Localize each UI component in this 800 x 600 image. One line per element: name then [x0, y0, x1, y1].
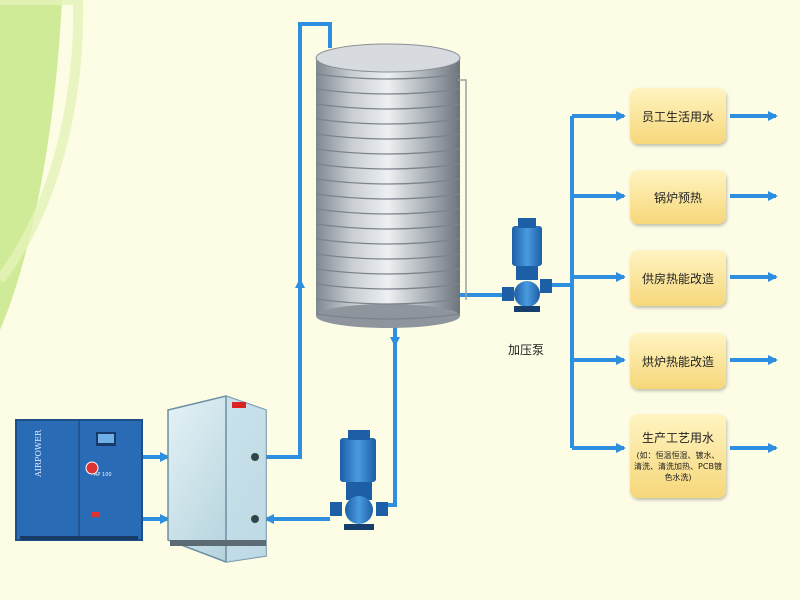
output-box-boiler-preheat: 锅炉预热: [630, 170, 726, 224]
tank-ring: [315, 313, 461, 320]
tank-ring: [315, 208, 461, 215]
circulation-pump: [330, 430, 388, 530]
output-detail: (如：恒温恒湿、镀水、清洗、清洗加热、PCB镀色水洗): [634, 451, 722, 482]
tank-ring: [315, 118, 461, 125]
tank-ring: [315, 73, 461, 80]
tank-ring: [315, 253, 461, 260]
background-swoosh: [0, 0, 62, 330]
output-label: 烘炉热能改造: [641, 354, 714, 369]
tank-ring: [315, 88, 461, 95]
output-box-oven-heating: 烘炉热能改造: [630, 333, 726, 389]
tank-ring: [315, 283, 461, 290]
booster-pump: [502, 218, 552, 312]
pipe-network: [142, 22, 778, 524]
tank-ring: [315, 238, 461, 245]
air-compressor: [15, 419, 143, 541]
compressor-brand: AIRPOWER: [34, 430, 43, 477]
water-tank: [315, 43, 467, 328]
output-box-staff-water: 员工生活用水: [630, 88, 726, 144]
tank-ring: [315, 148, 461, 155]
tank-ring: [315, 163, 461, 170]
tank-ring: [315, 178, 461, 185]
tank-ring: [315, 103, 461, 110]
tank-ring: [315, 223, 461, 230]
output-label: 生产工艺用水: [641, 431, 714, 445]
output-label: 锅炉预热: [653, 190, 702, 205]
tank-ring: [315, 298, 461, 305]
tank-ring: [315, 193, 461, 200]
heat-recovery-unit: [167, 395, 267, 563]
output-box-process-water: 生产工艺用水 (如：恒温恒湿、镀水、清洗、清洗加热、PCB镀色水洗): [630, 414, 726, 498]
output-label: 供房热能改造: [641, 271, 714, 286]
tank-ring: [315, 268, 461, 275]
tank-ring: [315, 133, 461, 140]
output-label: 员工生活用水: [641, 109, 714, 124]
compressor-model: AP 100: [94, 472, 112, 478]
output-box-house-heating: 供房热能改造: [630, 250, 726, 306]
booster-pump-label: 加压泵: [508, 343, 545, 357]
